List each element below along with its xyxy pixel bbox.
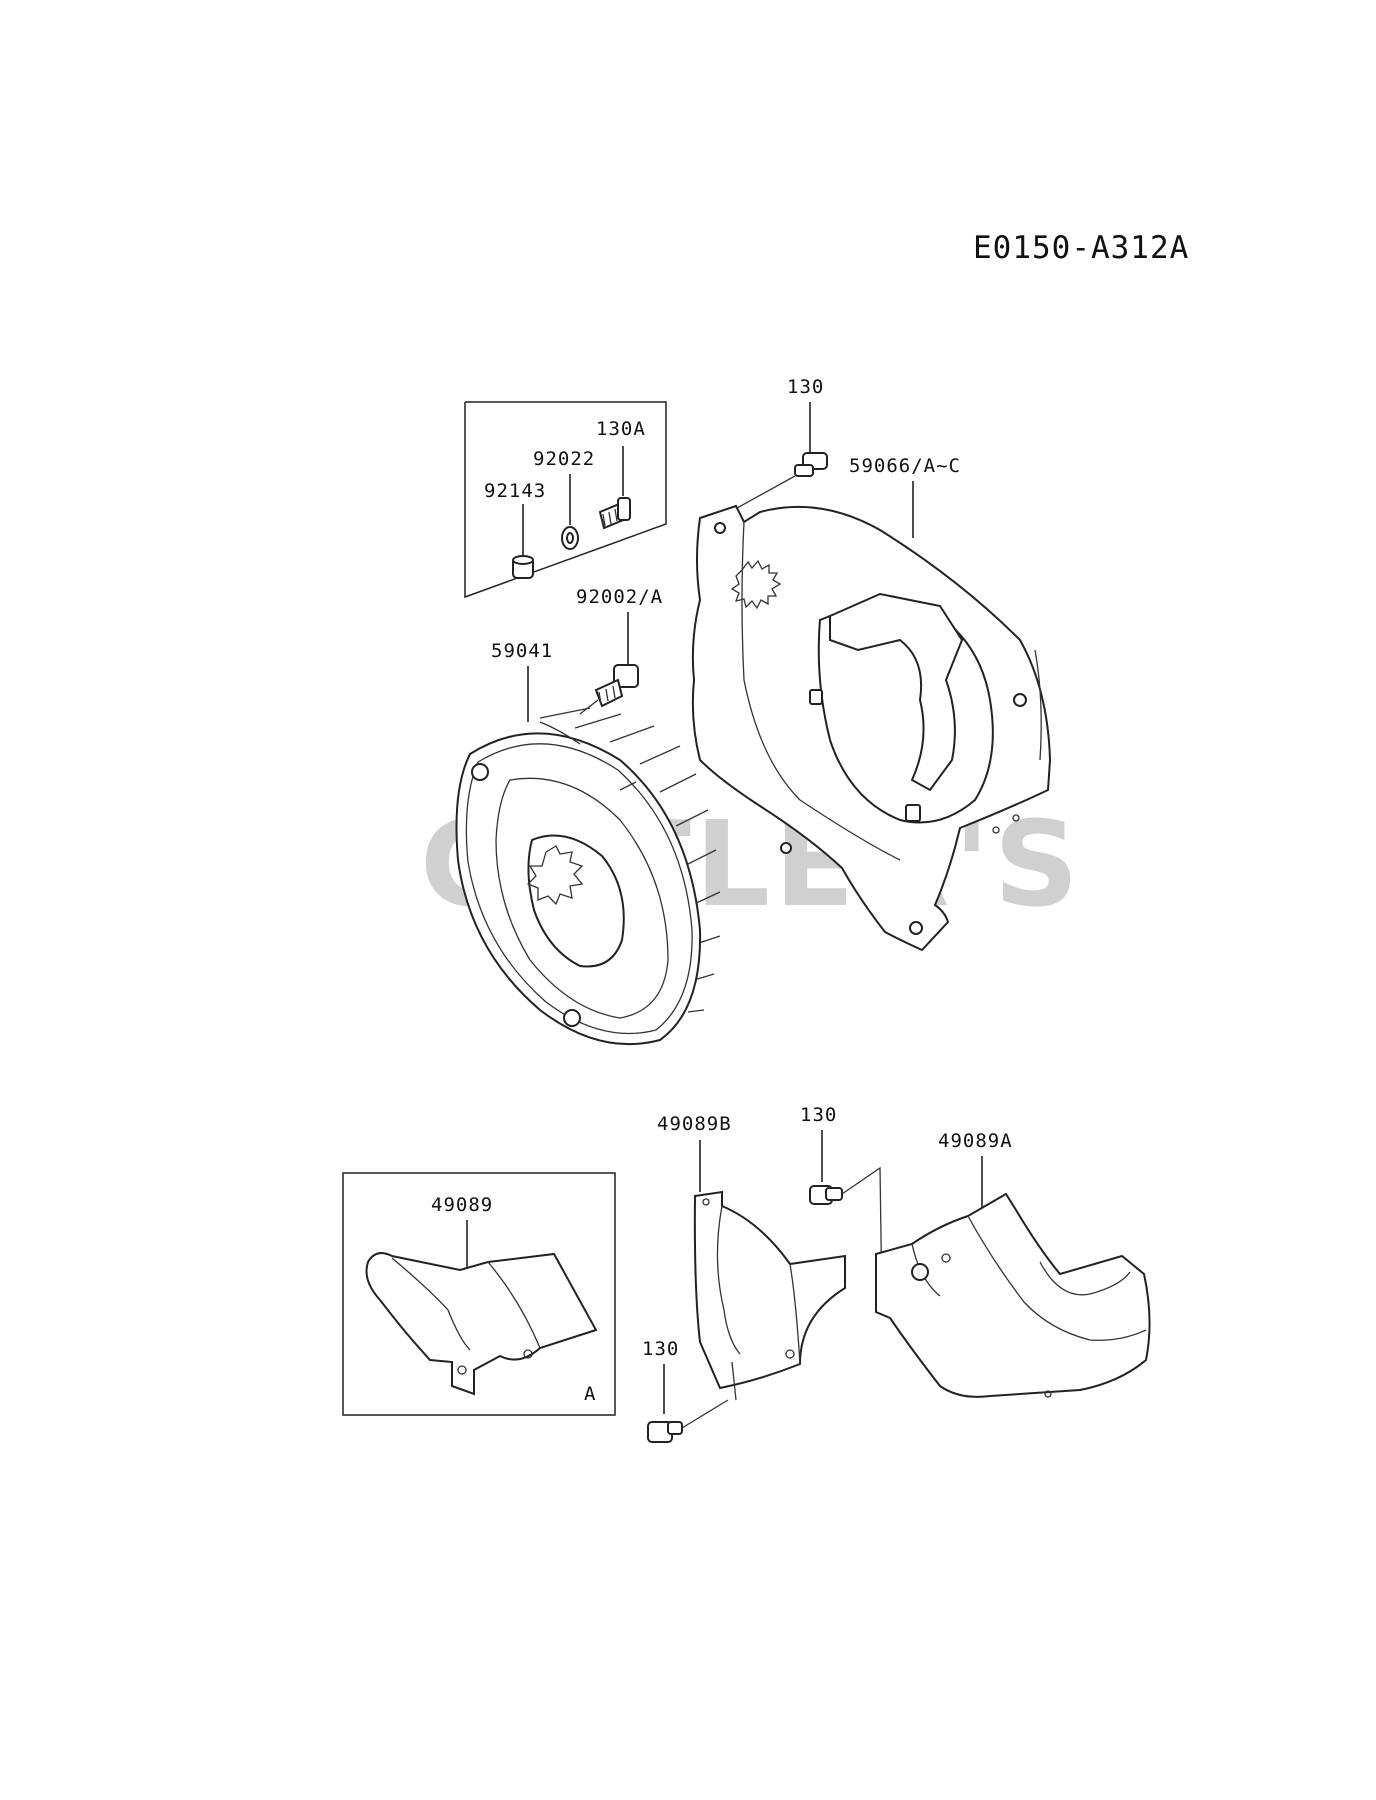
part-92022-washer	[561, 474, 579, 550]
label-92143: 92143	[484, 480, 546, 502]
inset-box-bolts	[464, 401, 667, 599]
label-49089a: 49089A	[938, 1130, 1013, 1152]
part-130a-bolt	[598, 446, 631, 530]
label-92022: 92022	[533, 448, 595, 470]
label-130a: 130A	[596, 418, 646, 440]
part-130-bolt-top	[727, 402, 828, 514]
part-49089-cover	[365, 1252, 598, 1396]
label-59041: 59041	[491, 640, 553, 662]
part-130-bolt-bottom	[647, 1364, 729, 1443]
part-59066-fan-housing	[691, 504, 1052, 952]
inset-box-a	[342, 1172, 616, 1416]
part-49089b-cover	[693, 1190, 846, 1401]
part-92002-bolt	[579, 612, 639, 715]
label-49089: 49089	[431, 1194, 493, 1216]
label-49089b: 49089B	[657, 1113, 732, 1135]
label-92002: 92002/A	[576, 586, 663, 608]
part-49089a-cover	[875, 1192, 1151, 1398]
label-inset-a: A	[584, 1383, 596, 1405]
label-59066: 59066/A~C	[849, 455, 961, 477]
part-59041-flywheel	[455, 707, 721, 1046]
label-130-mid: 130	[800, 1104, 837, 1126]
diagram-code: E0150-A312A	[973, 230, 1189, 266]
part-92143-collar	[512, 504, 534, 579]
label-130-bottom: 130	[642, 1338, 679, 1360]
label-130-top: 130	[787, 376, 824, 398]
